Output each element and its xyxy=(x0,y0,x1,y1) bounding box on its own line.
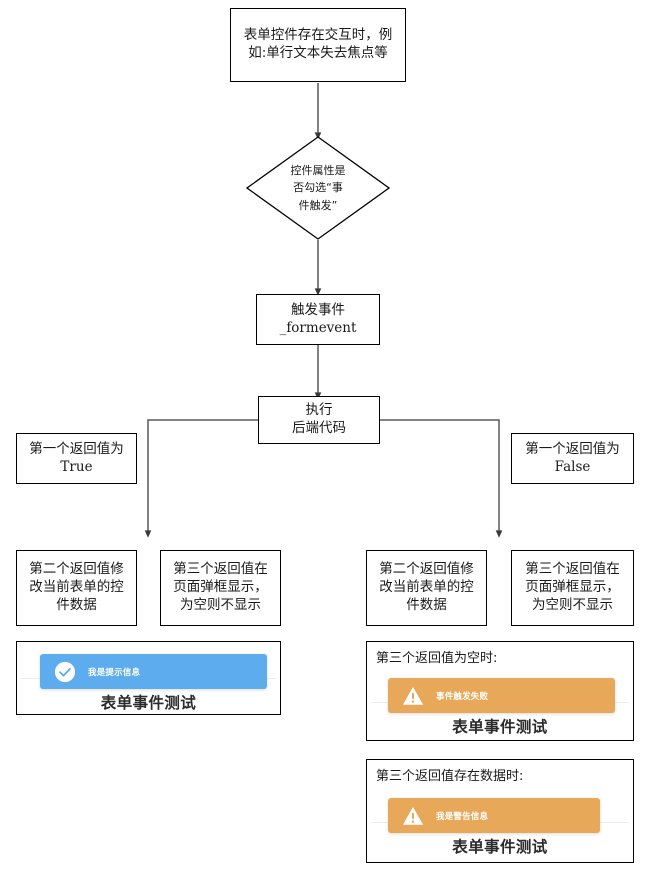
node-true-third-return: 第三个返回值在 页面弹框显示， 为空则不显示 xyxy=(160,550,281,626)
node-first-return-false: 第一个返回值为 False xyxy=(511,433,634,484)
node-start-line-1: 表单控件存在交互时，例 xyxy=(243,27,393,44)
node-true-third-line-2: 页面弹框显示， xyxy=(173,579,268,596)
node-decision-label: 控件属性是 否勾选“事 件触发” xyxy=(246,136,390,240)
warning-triangle-icon xyxy=(402,686,424,705)
toast-warn-data: 我是警告信息 xyxy=(388,798,600,833)
wire-execute-to-true xyxy=(144,419,258,538)
node-true-line-1: 第一个返回值为 xyxy=(29,440,124,457)
node-false-line-1: 第一个返回值为 xyxy=(525,440,620,457)
toast-success-text: 我是提示信息 xyxy=(88,667,141,678)
node-trigger-event: 触发事件 _formevent xyxy=(256,294,380,345)
node-false-second-line-3: 件数据 xyxy=(406,596,447,613)
diamond-shape-icon xyxy=(246,136,390,240)
toast-warn-empty: 事件触发失败 xyxy=(388,678,615,713)
node-start: 表单控件存在交互时，例 如:单行文本失去焦点等 xyxy=(230,8,406,82)
mock-warn-data-caption: 第三个返回值存在数据时: xyxy=(376,769,524,784)
toast-warn-data-text: 我是警告信息 xyxy=(436,811,489,822)
node-decision-line-2: 否勾选“事 xyxy=(293,181,343,195)
warning-triangle-icon xyxy=(402,806,424,825)
node-decision: 控件属性是 否勾选“事 件触发” xyxy=(246,136,390,240)
node-false-second-line-1: 第二个返回值修 xyxy=(379,561,474,578)
node-true-third-line-3: 为空则不显示 xyxy=(180,596,261,613)
node-true-second-line-3: 件数据 xyxy=(56,596,97,613)
node-execute-line-1: 执行 xyxy=(305,402,333,419)
node-false-third-line-1: 第三个返回值在 xyxy=(525,561,620,578)
mock-warn-data-panel: 第三个返回值存在数据时: 我是警告信息 表单事件测试 xyxy=(366,759,634,863)
node-false-third-line-3: 为空则不显示 xyxy=(532,596,613,613)
node-true-second-line-2: 改当前表单的控 xyxy=(29,579,124,596)
wire-execute-to-false xyxy=(380,419,503,538)
node-true-second-line-1: 第二个返回值修 xyxy=(29,561,124,578)
node-decision-line-3: 件触发” xyxy=(298,198,338,212)
node-false-second-return: 第二个返回值修 改当前表单的控 件数据 xyxy=(366,550,487,626)
node-false-line-2: False xyxy=(554,458,591,475)
node-true-third-line-1: 第三个返回值在 xyxy=(173,561,268,578)
node-false-third-return: 第三个返回值在 页面弹框显示， 为空则不显示 xyxy=(511,550,634,626)
node-false-third-line-2: 页面弹框显示， xyxy=(525,579,620,596)
node-true-line-2: True xyxy=(60,458,93,475)
node-false-second-line-2: 改当前表单的控 xyxy=(379,579,474,596)
mock-warn-data-page-title: 表单事件测试 xyxy=(452,838,548,856)
node-true-second-return: 第二个返回值修 改当前表单的控 件数据 xyxy=(16,550,137,626)
mock-warn-empty-page-title: 表单事件测试 xyxy=(452,718,548,736)
mock-warn-empty-caption: 第三个返回值为空时: xyxy=(376,651,498,666)
toast-warn-empty-text: 事件触发失败 xyxy=(436,691,489,702)
mock-success-panel: 我是提示信息 表单事件测试 xyxy=(16,641,281,715)
node-start-line-2: 如:单行文本失去焦点等 xyxy=(248,45,388,61)
node-trigger-line-1: 触发事件 xyxy=(291,301,345,318)
toast-success: 我是提示信息 xyxy=(40,654,267,689)
node-execute-line-2: 后端代码 xyxy=(292,420,346,436)
node-first-return-true: 第一个返回值为 True xyxy=(16,433,137,484)
check-circle-icon xyxy=(54,661,76,682)
node-decision-line-1: 控件属性是 xyxy=(290,164,346,178)
node-execute-backend: 执行 后端代码 xyxy=(258,396,380,444)
mock-success-page-title: 表单事件测试 xyxy=(100,694,197,712)
node-trigger-line-2: _formevent xyxy=(279,319,357,336)
mock-warn-empty-panel: 第三个返回值为空时: 事件触发失败 表单事件测试 xyxy=(366,641,634,741)
